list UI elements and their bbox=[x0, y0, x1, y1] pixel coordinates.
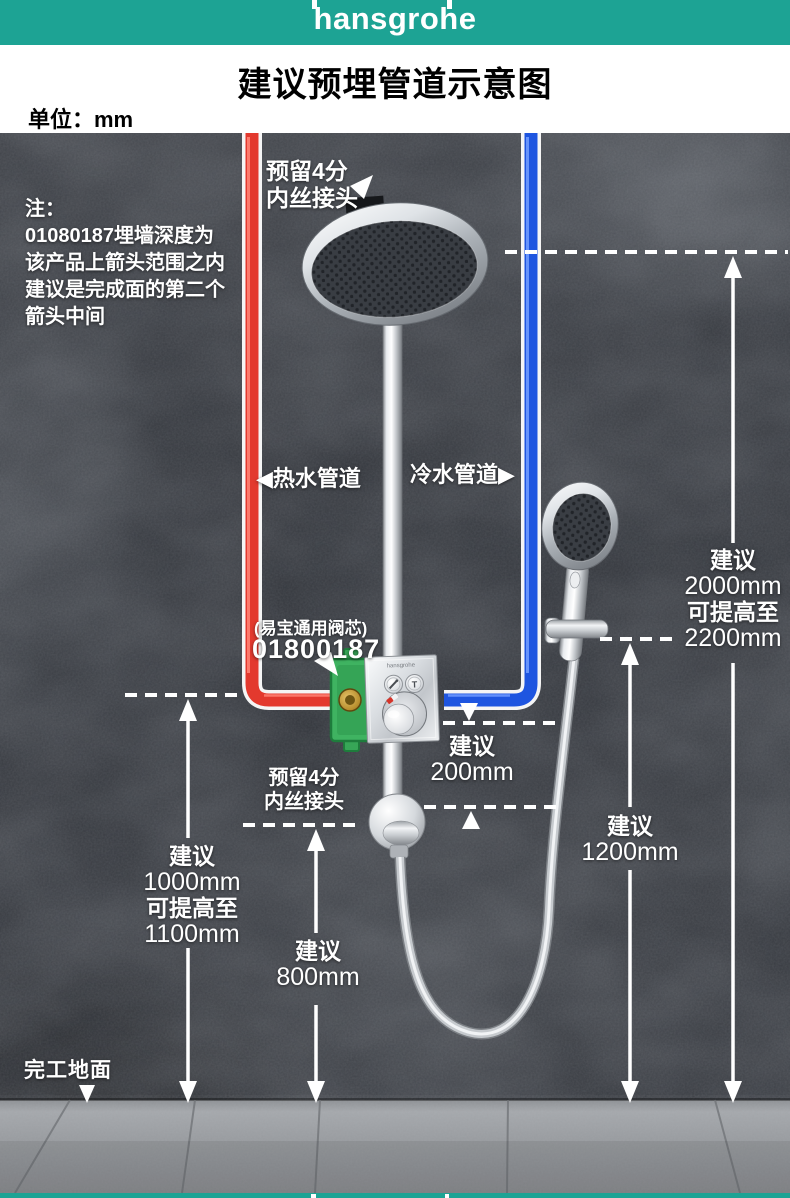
select-button-shower bbox=[383, 674, 403, 694]
note-line: 注： bbox=[25, 198, 65, 220]
measure-line-1000 bbox=[125, 693, 243, 1103]
hot-pipe-label: ◀热水管道 bbox=[256, 466, 361, 491]
measure-line-2000 bbox=[505, 250, 788, 1103]
select-button-hand: T bbox=[404, 674, 424, 694]
valve-plate: hansgrohe T bbox=[364, 654, 440, 744]
hand-shower bbox=[541, 481, 619, 662]
measure-2000-label: 建议 2000mm 可提高至 2200mm bbox=[684, 547, 782, 652]
diagram-area: hansgrohe T bbox=[0, 133, 790, 1198]
top-connector-label: 预留4分 内丝接头 bbox=[266, 158, 358, 211]
top-connector-arrow bbox=[350, 175, 373, 199]
svg-text:T: T bbox=[412, 679, 418, 689]
measure-1200-label: 建议 1200mm bbox=[581, 813, 679, 866]
mid-connector-label: 预留4分 内丝接头 bbox=[264, 767, 344, 813]
page-title: 建议预埋管道示意图 bbox=[237, 66, 553, 104]
note-line: 01080187埋墙深度为 bbox=[25, 225, 214, 247]
measure-200-label: 建议 200mm bbox=[430, 733, 514, 786]
valve-code-label: 01800187 bbox=[252, 634, 381, 664]
plate-brand-text: hansgrohe bbox=[387, 663, 416, 670]
note-line: 建议是完成面的第二个 bbox=[25, 279, 225, 301]
temperature-knob bbox=[382, 691, 428, 737]
title-band: 建议预埋管道示意图 单位：mm bbox=[0, 45, 790, 133]
measure-gap-200 bbox=[424, 703, 556, 829]
measure-800-label: 建议 800mm bbox=[276, 938, 360, 991]
shower-holder bbox=[544, 617, 609, 644]
unit-label: 单位：mm bbox=[28, 107, 134, 132]
hot-water-pipe bbox=[242, 133, 338, 710]
measure-1000-label: 建议 1000mm 可提高至 1100mm bbox=[143, 843, 241, 948]
floor bbox=[0, 1098, 790, 1198]
diagram-graphics: hansgrohe T bbox=[0, 133, 790, 1198]
note-line: 箭头中间 bbox=[25, 306, 105, 328]
shower-hose bbox=[394, 657, 580, 1040]
floor-tile-lines bbox=[14, 1099, 741, 1194]
floor-marker-arrow bbox=[79, 1085, 95, 1103]
floor-label: 完工地面 bbox=[24, 1059, 112, 1082]
measure-line-800 bbox=[243, 823, 362, 1103]
ibox-valve-body bbox=[329, 648, 376, 752]
header-tick-right bbox=[447, 0, 452, 9]
valve-note-label: (易宝通用阀芯) bbox=[254, 619, 368, 638]
cold-water-pipe bbox=[444, 133, 541, 710]
cold-pipe-label: 冷水管道▶ bbox=[410, 462, 515, 487]
note-line: 该产品上箭头范围之内 bbox=[25, 252, 225, 274]
measure-line-1200 bbox=[600, 637, 680, 1103]
note-block: 注： 01080187埋墙深度为 该产品上箭头范围之内 建议是完成面的第二个 箭… bbox=[25, 196, 225, 331]
overhead-shower bbox=[301, 195, 489, 326]
brand-header: hansgrohe bbox=[0, 0, 790, 45]
header-tick-left bbox=[312, 0, 317, 9]
brand-logo: hansgrohe bbox=[313, 1, 477, 36]
brand-strip-bottom bbox=[0, 1193, 790, 1198]
valve-code-arrow bbox=[314, 652, 338, 676]
